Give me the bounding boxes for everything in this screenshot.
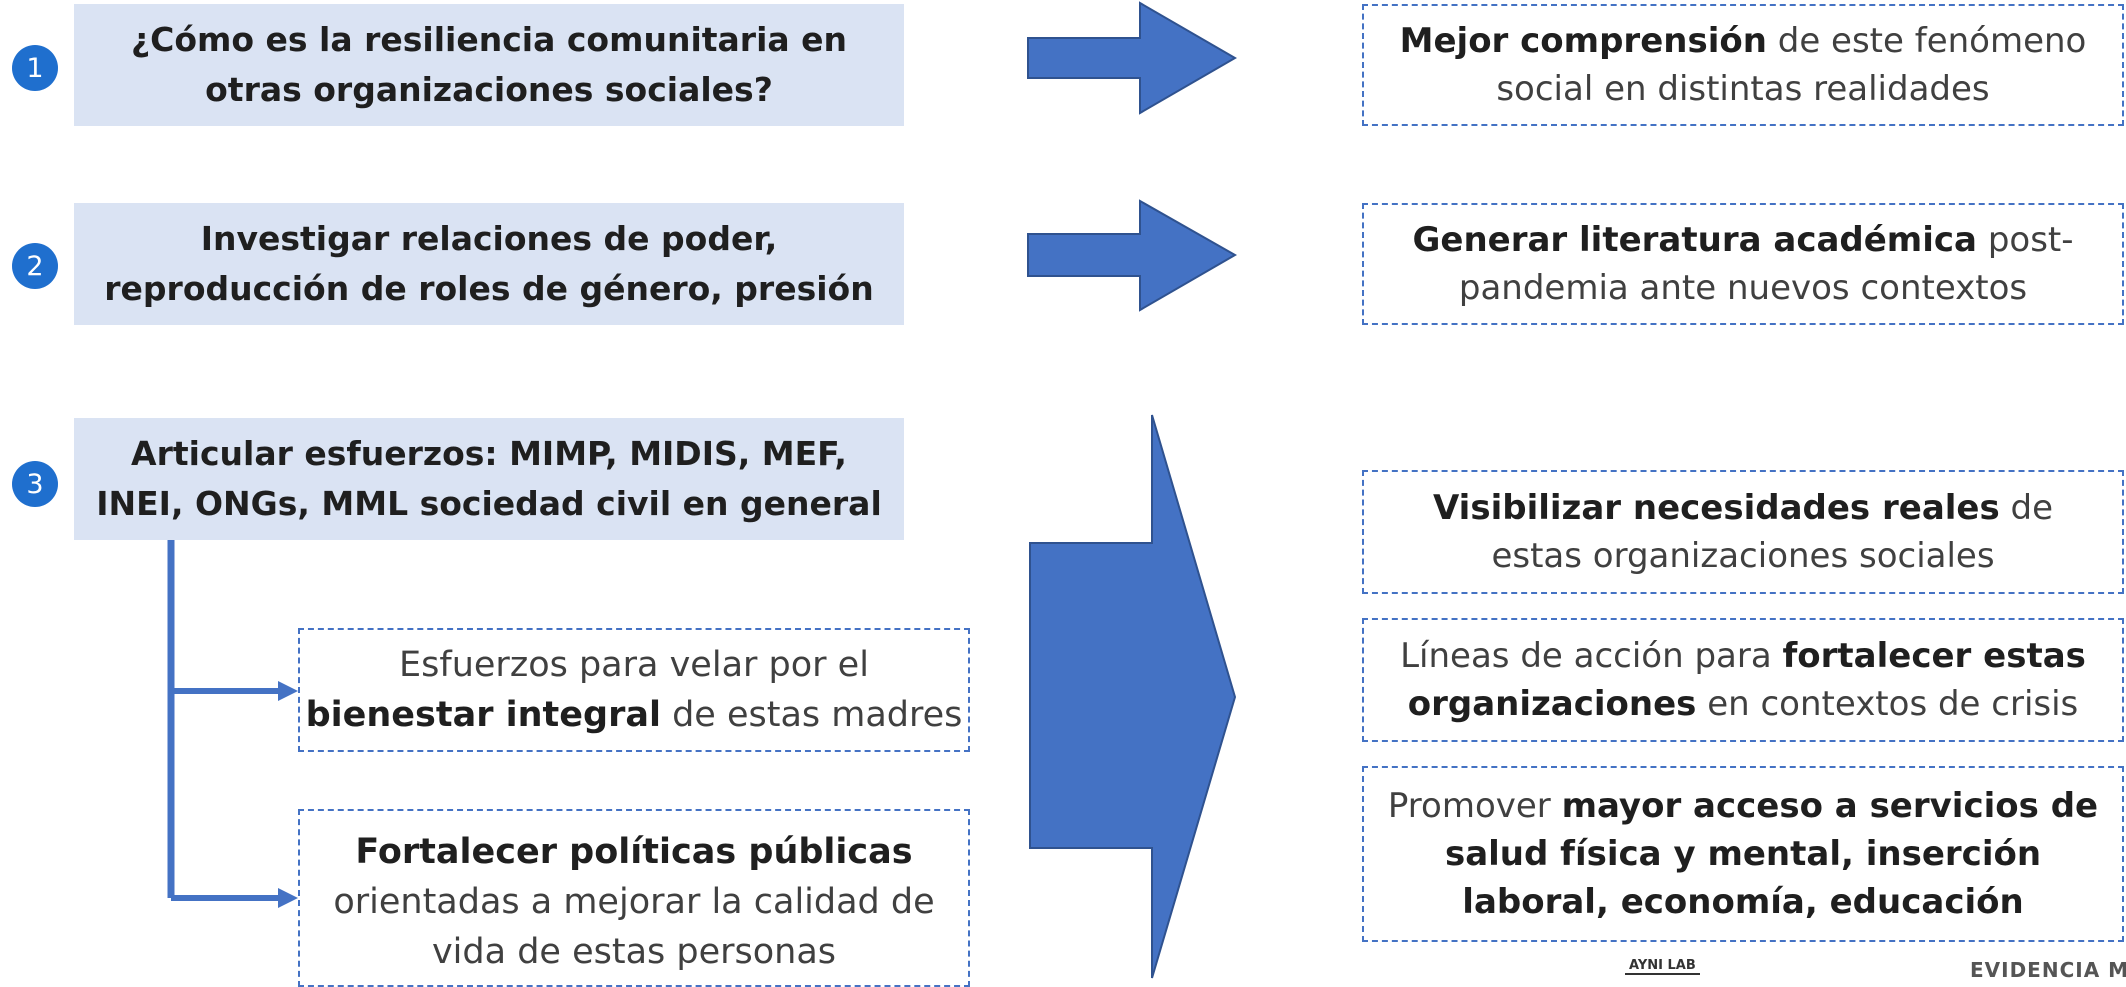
step-2-question-text: Investigar relaciones de poder, reproduc… (104, 219, 874, 308)
sub-box-wellbeing-text: Esfuerzos para velar por el bienestar in… (305, 645, 963, 735)
arrow-1 (1027, 1, 1237, 115)
result-box-2: Generar literatura académica post-pandem… (1362, 203, 2124, 325)
step-3-question-text: Articular esfuerzos: MIMP, MIDIS, MEF, I… (96, 434, 882, 523)
result-2-text: Generar literatura académica post-pandem… (1412, 220, 2074, 308)
result-box-1: Mejor comprensión de este fenómeno socia… (1362, 4, 2124, 126)
sub-box-policies: Fortalecer políticas públicas orientadas… (298, 809, 970, 987)
result-1-text: Mejor comprensión de este fenómeno socia… (1399, 21, 2087, 109)
result-4-text: Líneas de acción para fortalecer estas o… (1400, 636, 2086, 724)
result-box-3: Visibilizar necesidades reales de estas … (1362, 470, 2124, 594)
sub-box-policies-text: Fortalecer políticas públicas orientadas… (333, 832, 935, 972)
step-2-question: Investigar relaciones de poder, reproduc… (74, 203, 904, 325)
arrow-3 (1029, 414, 1237, 979)
footer-logo-evidencia: EVIDENCIA M (1970, 958, 2126, 982)
step-3-question: Articular esfuerzos: MIMP, MIDIS, MEF, I… (74, 418, 904, 540)
result-box-4: Líneas de acción para fortalecer estas o… (1362, 618, 2124, 742)
result-3-text: Visibilizar necesidades reales de estas … (1432, 488, 2054, 576)
connector-arrowhead-a (278, 681, 298, 701)
step-1-badge: 1 (12, 45, 58, 91)
connector-arrowhead-b (278, 888, 298, 908)
result-5-text: Promover mayor acceso a servicios de sal… (1387, 786, 2099, 922)
arrow-2 (1027, 199, 1238, 312)
sub-box-wellbeing: Esfuerzos para velar por el bienestar in… (298, 628, 970, 752)
step-1-question-text: ¿Cómo es la resiliencia comunitaria en o… (130, 20, 848, 109)
footer-logo-aynilab: AYNI LAB (1625, 958, 1700, 975)
result-box-5: Promover mayor acceso a servicios de sal… (1362, 766, 2124, 942)
step-2-badge: 2 (12, 243, 58, 289)
step-3-badge: 3 (12, 461, 58, 507)
step-1-question: ¿Cómo es la resiliencia comunitaria en o… (74, 4, 904, 126)
